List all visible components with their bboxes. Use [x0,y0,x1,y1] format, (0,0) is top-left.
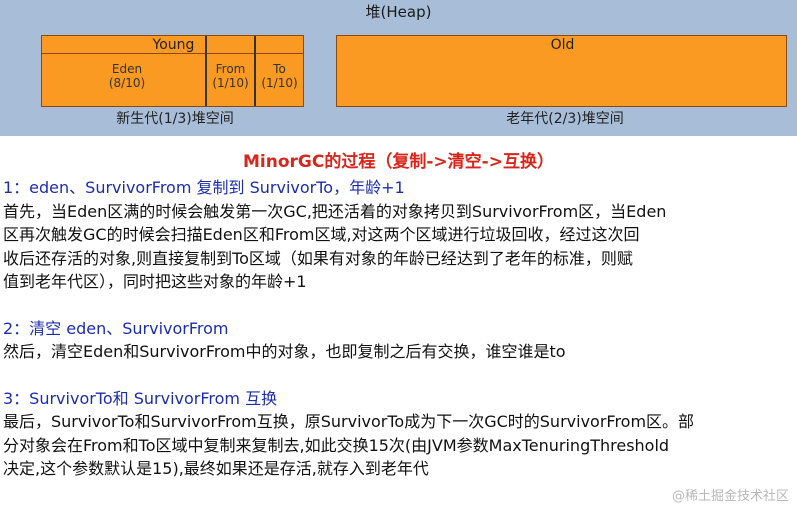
spacer [3,364,793,387]
eden-ratio: (8/10) [108,76,146,90]
step-1-line-2: 区再次触发GC的时候会扫描Eden区和From区域,对这两个区域进行垃圾回收，经… [3,225,640,244]
step-2-title: 2：清空 eden、SurvivorFrom [3,318,229,338]
step-1-line-3: 收后还存活的对象,则直接复制到To区域（如果有对象的年龄已经达到了老年的标准，则… [3,248,633,268]
explanation-text: 1：eden、SurvivorFrom 复制到 SurvivorTo，年龄+1 … [3,176,793,481]
young-region: Young Eden (8/10) From (1/10) To (1/10) [41,35,304,107]
eden-from-divider [205,36,207,106]
to-label: To [273,62,286,76]
old-region: Old [336,35,787,107]
watermark: @稀土掘金技术社区 [671,489,789,504]
to-cell: To (1/10) [256,62,303,90]
page-heading: MinorGC的过程（复制->清空->互换） [243,152,554,172]
old-label: Old [550,37,575,53]
heap-diagram: 堆(Heap) Young Eden (8/10) From (1/10) To… [0,0,797,136]
from-to-divider [254,36,256,106]
old-generation-label: 老年代(2/3)堆空间 [506,111,624,127]
step-3-line-3: 决定,这个参数默认是15),最终如果还是存活,就存入到老年代 [3,459,429,478]
heap-title: 堆(Heap) [365,3,432,21]
eden-cell: Eden (8/10) [72,62,182,90]
step-1-title: 1：eden、SurvivorFrom 复制到 SurvivorTo，年龄+1 [3,178,405,197]
step-3-title: 3：SurvivorTo和 SurvivorFrom 互换 [3,388,278,408]
step-1-line-1: 首先，当Eden区满的时候会触发第一次GC,把还活着的对象拷贝到Survivor… [3,201,667,221]
young-generation-label: 新生代(1/3)堆空间 [116,111,234,127]
step-3-line-1: 最后，SurvivorTo和SurvivorFrom互换，原SurvivorTo… [3,412,695,431]
step-2-line-1: 然后，清空Eden和SurvivorFrom中的对象，也即复制之后有交换，谁空谁… [3,342,566,361]
young-label: Young [152,37,195,53]
from-cell: From (1/10) [207,62,254,90]
from-ratio: (1/10) [212,76,249,90]
spacer [3,294,793,317]
eden-label: Eden [111,62,143,76]
step-3-line-2: 分对象会在From和To区域中复制来复制去,如此交换15次(由JVM参数MaxT… [3,435,670,455]
to-ratio: (1/10) [261,76,298,90]
step-1-line-4: 值到老年代区），同时把这些对象的年龄+1 [3,272,307,291]
young-divider [42,53,303,54]
from-label: From [215,62,246,76]
